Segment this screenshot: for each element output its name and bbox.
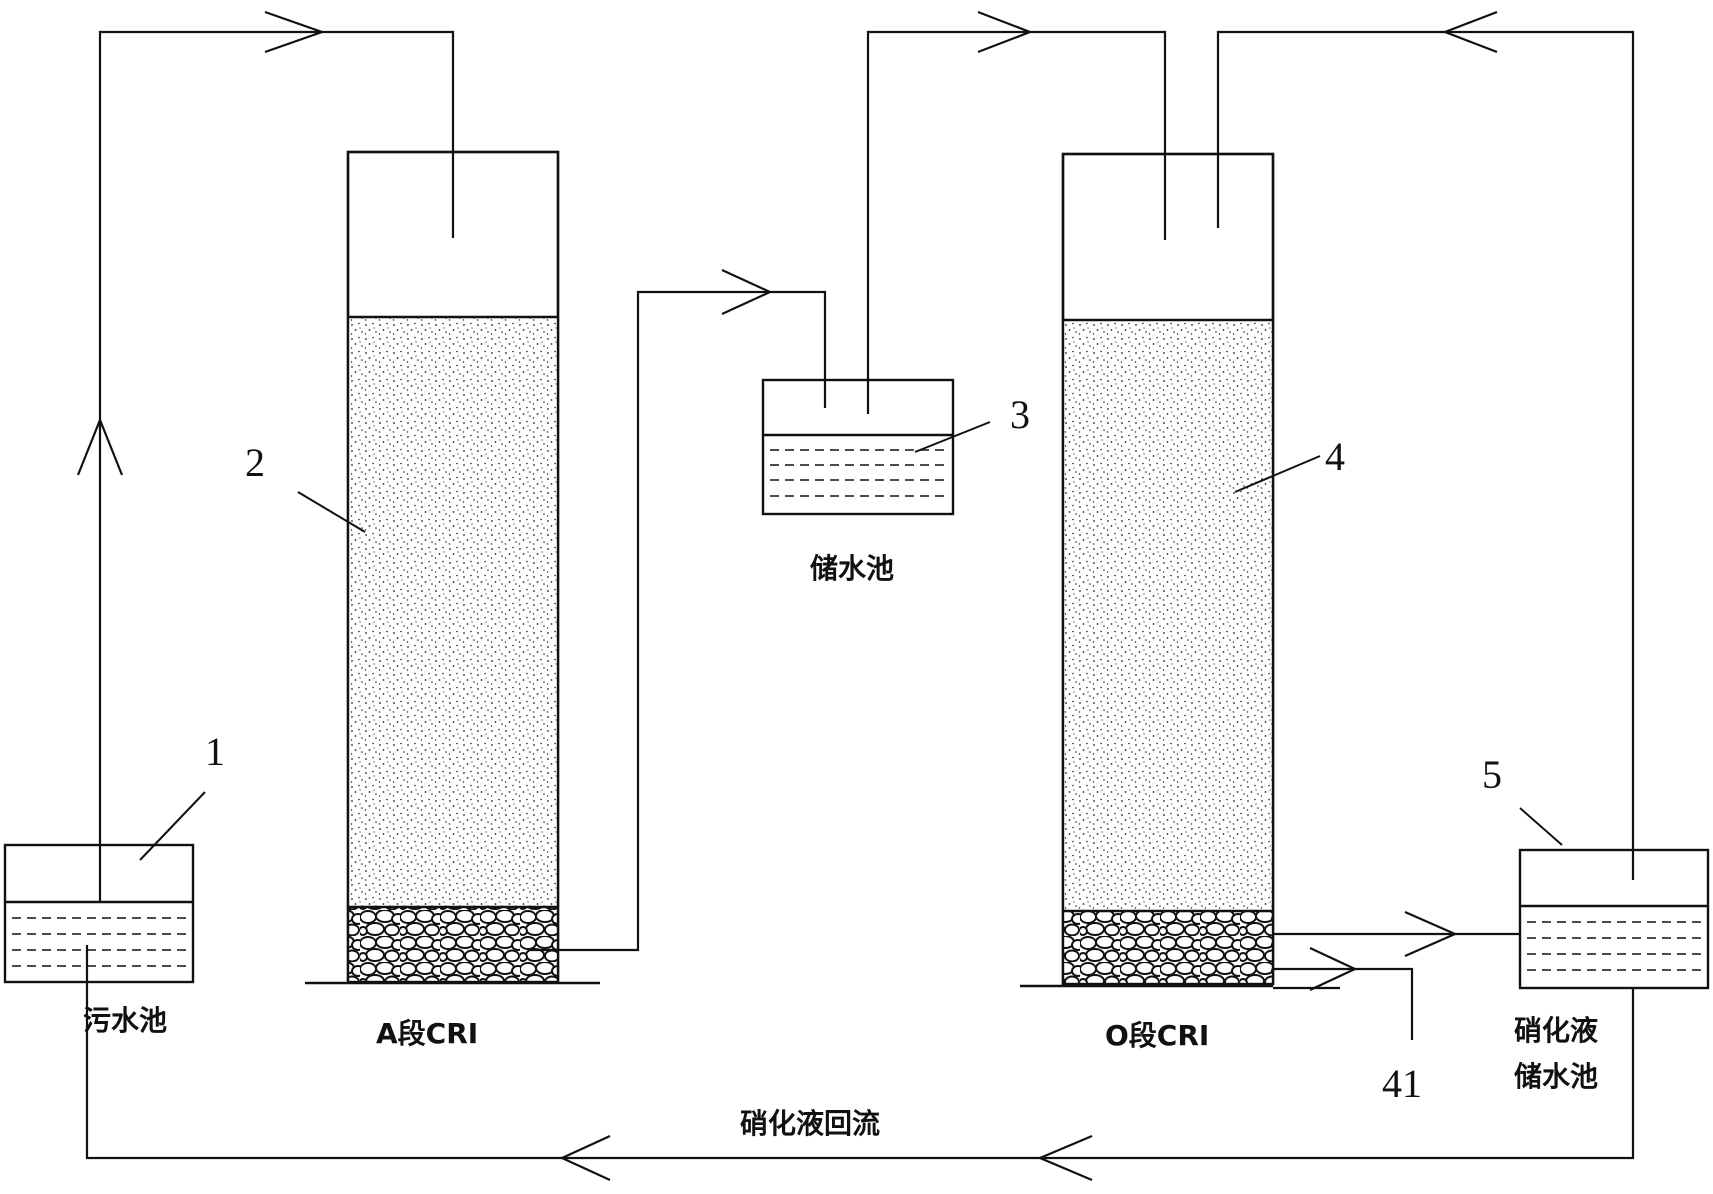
caption-storage-tank: 储水池 [810,552,894,585]
leader-5 [1519,807,1563,846]
label-4: 4 [1325,434,1345,479]
caption-nitrified-tank-line2: 储水池 [1514,1060,1598,1093]
caption-reflux: 硝化液回流 [740,1107,880,1140]
leader-3 [914,421,991,453]
o-stage-sand-layer [1064,321,1272,911]
pipe-a-stage-to-storage [530,290,827,952]
label-5: 5 [1482,752,1502,797]
a-stage-column [305,150,600,985]
o-stage-gravel-layer [1064,912,1272,983]
pipe-nitrified-reflux [85,945,1635,1160]
a-stage-sand-layer [349,317,557,907]
o-stage-column [1020,152,1275,988]
flow-arrows [76,10,1498,1182]
nitrified-liquid-tank [1518,848,1710,990]
arrow-left-top-return [1441,10,1498,54]
arrow-right-to-storage [721,269,773,315]
arrow-up-left-pipe [76,417,124,476]
leader-2 [297,491,366,533]
label-41: 41 [1382,1061,1422,1106]
pipe-o-stage-outlet [1273,967,1414,1040]
a-stage-gravel-layer [349,908,557,981]
pipe-sewage-to-a-stage [98,30,455,902]
arrow-right-to-nitrified [1404,910,1458,958]
arrow-right-top-o [977,10,1034,54]
leader-lines [139,421,1563,861]
pipe-storage-to-o-stage [866,30,1167,414]
caption-sewage-tank: 污水池 [83,1004,167,1037]
caption-nitrified-tank-line1: 硝化液 [1514,1014,1598,1047]
caption-a-stage: A段CRI [376,1017,478,1050]
arrow-right-top-a [264,10,326,54]
arrow-left-reflux-right [1037,1134,1093,1182]
arrow-left-reflux-left [559,1135,611,1181]
leader-4 [1234,455,1321,493]
label-3: 3 [1010,392,1030,437]
pipe-nitrified-to-o-stage [1216,30,1635,880]
label-2: 2 [245,440,265,485]
caption-o-stage: O段CRI [1105,1019,1209,1052]
leader-1 [139,791,206,861]
label-1: 1 [205,729,225,774]
arrow-right-outlet-41 [1309,947,1358,991]
storage-tank [761,378,955,516]
